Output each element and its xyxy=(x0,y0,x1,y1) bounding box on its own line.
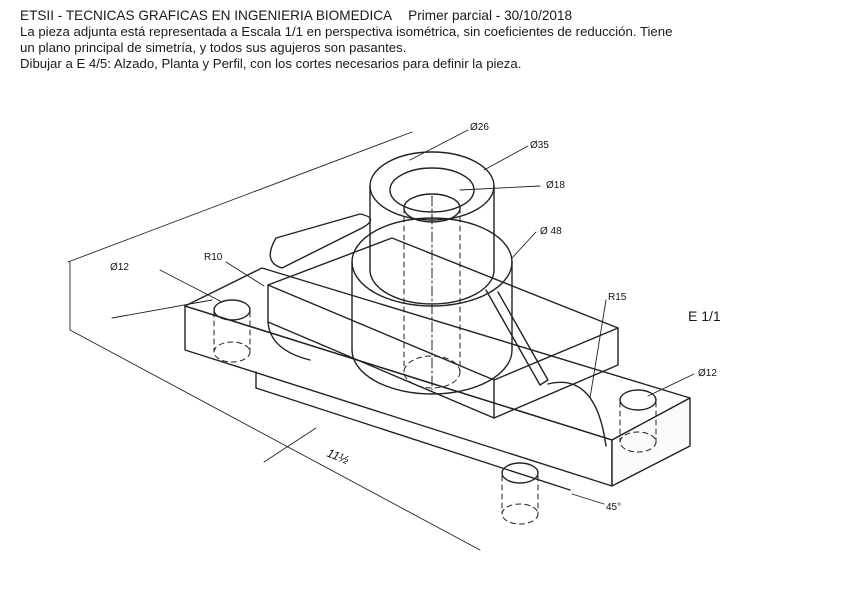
exam-header: ETSII - TECNICAS GRAFICAS EN INGENIERIA … xyxy=(20,8,780,72)
hole-front xyxy=(501,462,539,484)
course-title: ETSII - TECNICAS GRAFICAS EN INGENIERIA … xyxy=(20,8,393,23)
dim-d35: Ø35 xyxy=(530,140,549,151)
hole-left xyxy=(213,299,251,321)
scale-label: E 1/1 xyxy=(688,308,721,324)
handwritten-note: 11½ xyxy=(325,446,351,467)
dim-angle-45: 45° xyxy=(606,502,621,513)
construction-line xyxy=(111,299,213,319)
dim-d26: Ø26 xyxy=(470,122,489,133)
dim-r10: R10 xyxy=(204,252,223,263)
dim-r15: R15 xyxy=(608,292,627,303)
back-lug xyxy=(269,213,372,269)
instructions-line-1: La pieza adjunta está representada a Esc… xyxy=(20,24,673,39)
hole-right xyxy=(619,389,657,411)
construction-line xyxy=(69,329,481,551)
hidden-lines xyxy=(213,195,657,525)
exam-date: Primer parcial - 30/10/2018 xyxy=(408,8,573,23)
dim-d12-right: Ø12 xyxy=(698,368,717,379)
raised-block xyxy=(267,237,619,419)
dim-d12-left: Ø12 xyxy=(110,262,129,273)
dim-d18: Ø18 xyxy=(546,180,565,191)
construction-line xyxy=(263,427,317,463)
instructions-line-2: un plano principal de simetría, y todos … xyxy=(20,40,407,55)
dim-d48: Ø 48 xyxy=(540,226,562,237)
leader-lines xyxy=(159,129,695,505)
header-title-line: ETSII - TECNICAS GRAFICAS EN INGENIERIA … xyxy=(20,8,780,24)
rib xyxy=(485,289,549,386)
base-plate xyxy=(184,267,691,491)
instructions-line-3: Dibujar a E 4/5: Alzado, Planta y Perfil… xyxy=(20,56,522,71)
r15-arc xyxy=(547,381,607,447)
construction-line xyxy=(67,131,413,263)
